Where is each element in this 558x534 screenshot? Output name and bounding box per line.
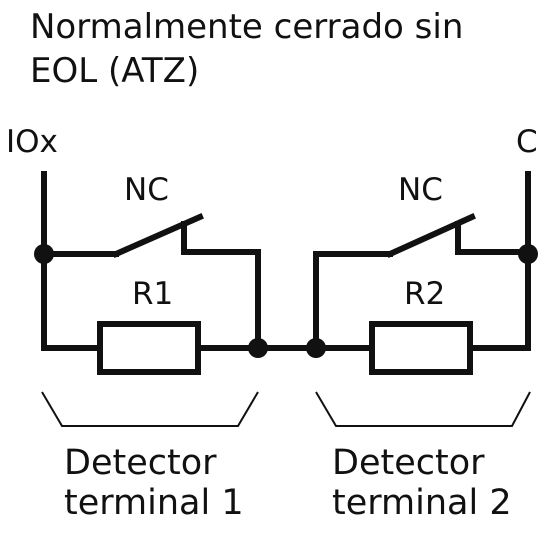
wire-right-outer — [467, 171, 531, 351]
wire-switch2-left — [313, 251, 393, 351]
detector-circuit-2: NC R2 — [306, 171, 538, 375]
junction-node — [34, 244, 54, 264]
resistor-r1 — [97, 321, 201, 375]
terminal-label-iox: IOx — [6, 124, 58, 160]
wire-left-outer — [41, 171, 103, 351]
detector-label-1-line2: terminal 1 — [64, 483, 244, 523]
diagram-title-line2: EOL (ATZ) — [30, 51, 199, 91]
terminal-label-c: C — [516, 124, 538, 160]
resistor-r2 — [369, 321, 473, 375]
contact-label-nc-1: NC — [124, 172, 169, 208]
detector-label-2-line2: terminal 2 — [332, 483, 512, 523]
diagram-title-line1: Normalmente cerrado sin — [30, 7, 463, 47]
resistor-label-r2: R2 — [404, 276, 445, 312]
contact-label-nc-2: NC — [398, 172, 443, 208]
switch-blade-1 — [112, 213, 204, 258]
detector-label-2-line1: Detector — [332, 443, 485, 483]
detector-bracket-1 — [41, 391, 259, 427]
resistor-label-r1: R1 — [132, 276, 173, 312]
detector-circuit-1: NC R1 — [34, 171, 268, 375]
junction-node — [518, 244, 538, 264]
junction-node — [306, 338, 326, 358]
detector-label-1-line1: Detector — [64, 443, 217, 483]
wire-switch1-right — [181, 221, 261, 351]
detector-bracket-2 — [315, 391, 531, 427]
wire-switch2-right — [455, 221, 531, 255]
